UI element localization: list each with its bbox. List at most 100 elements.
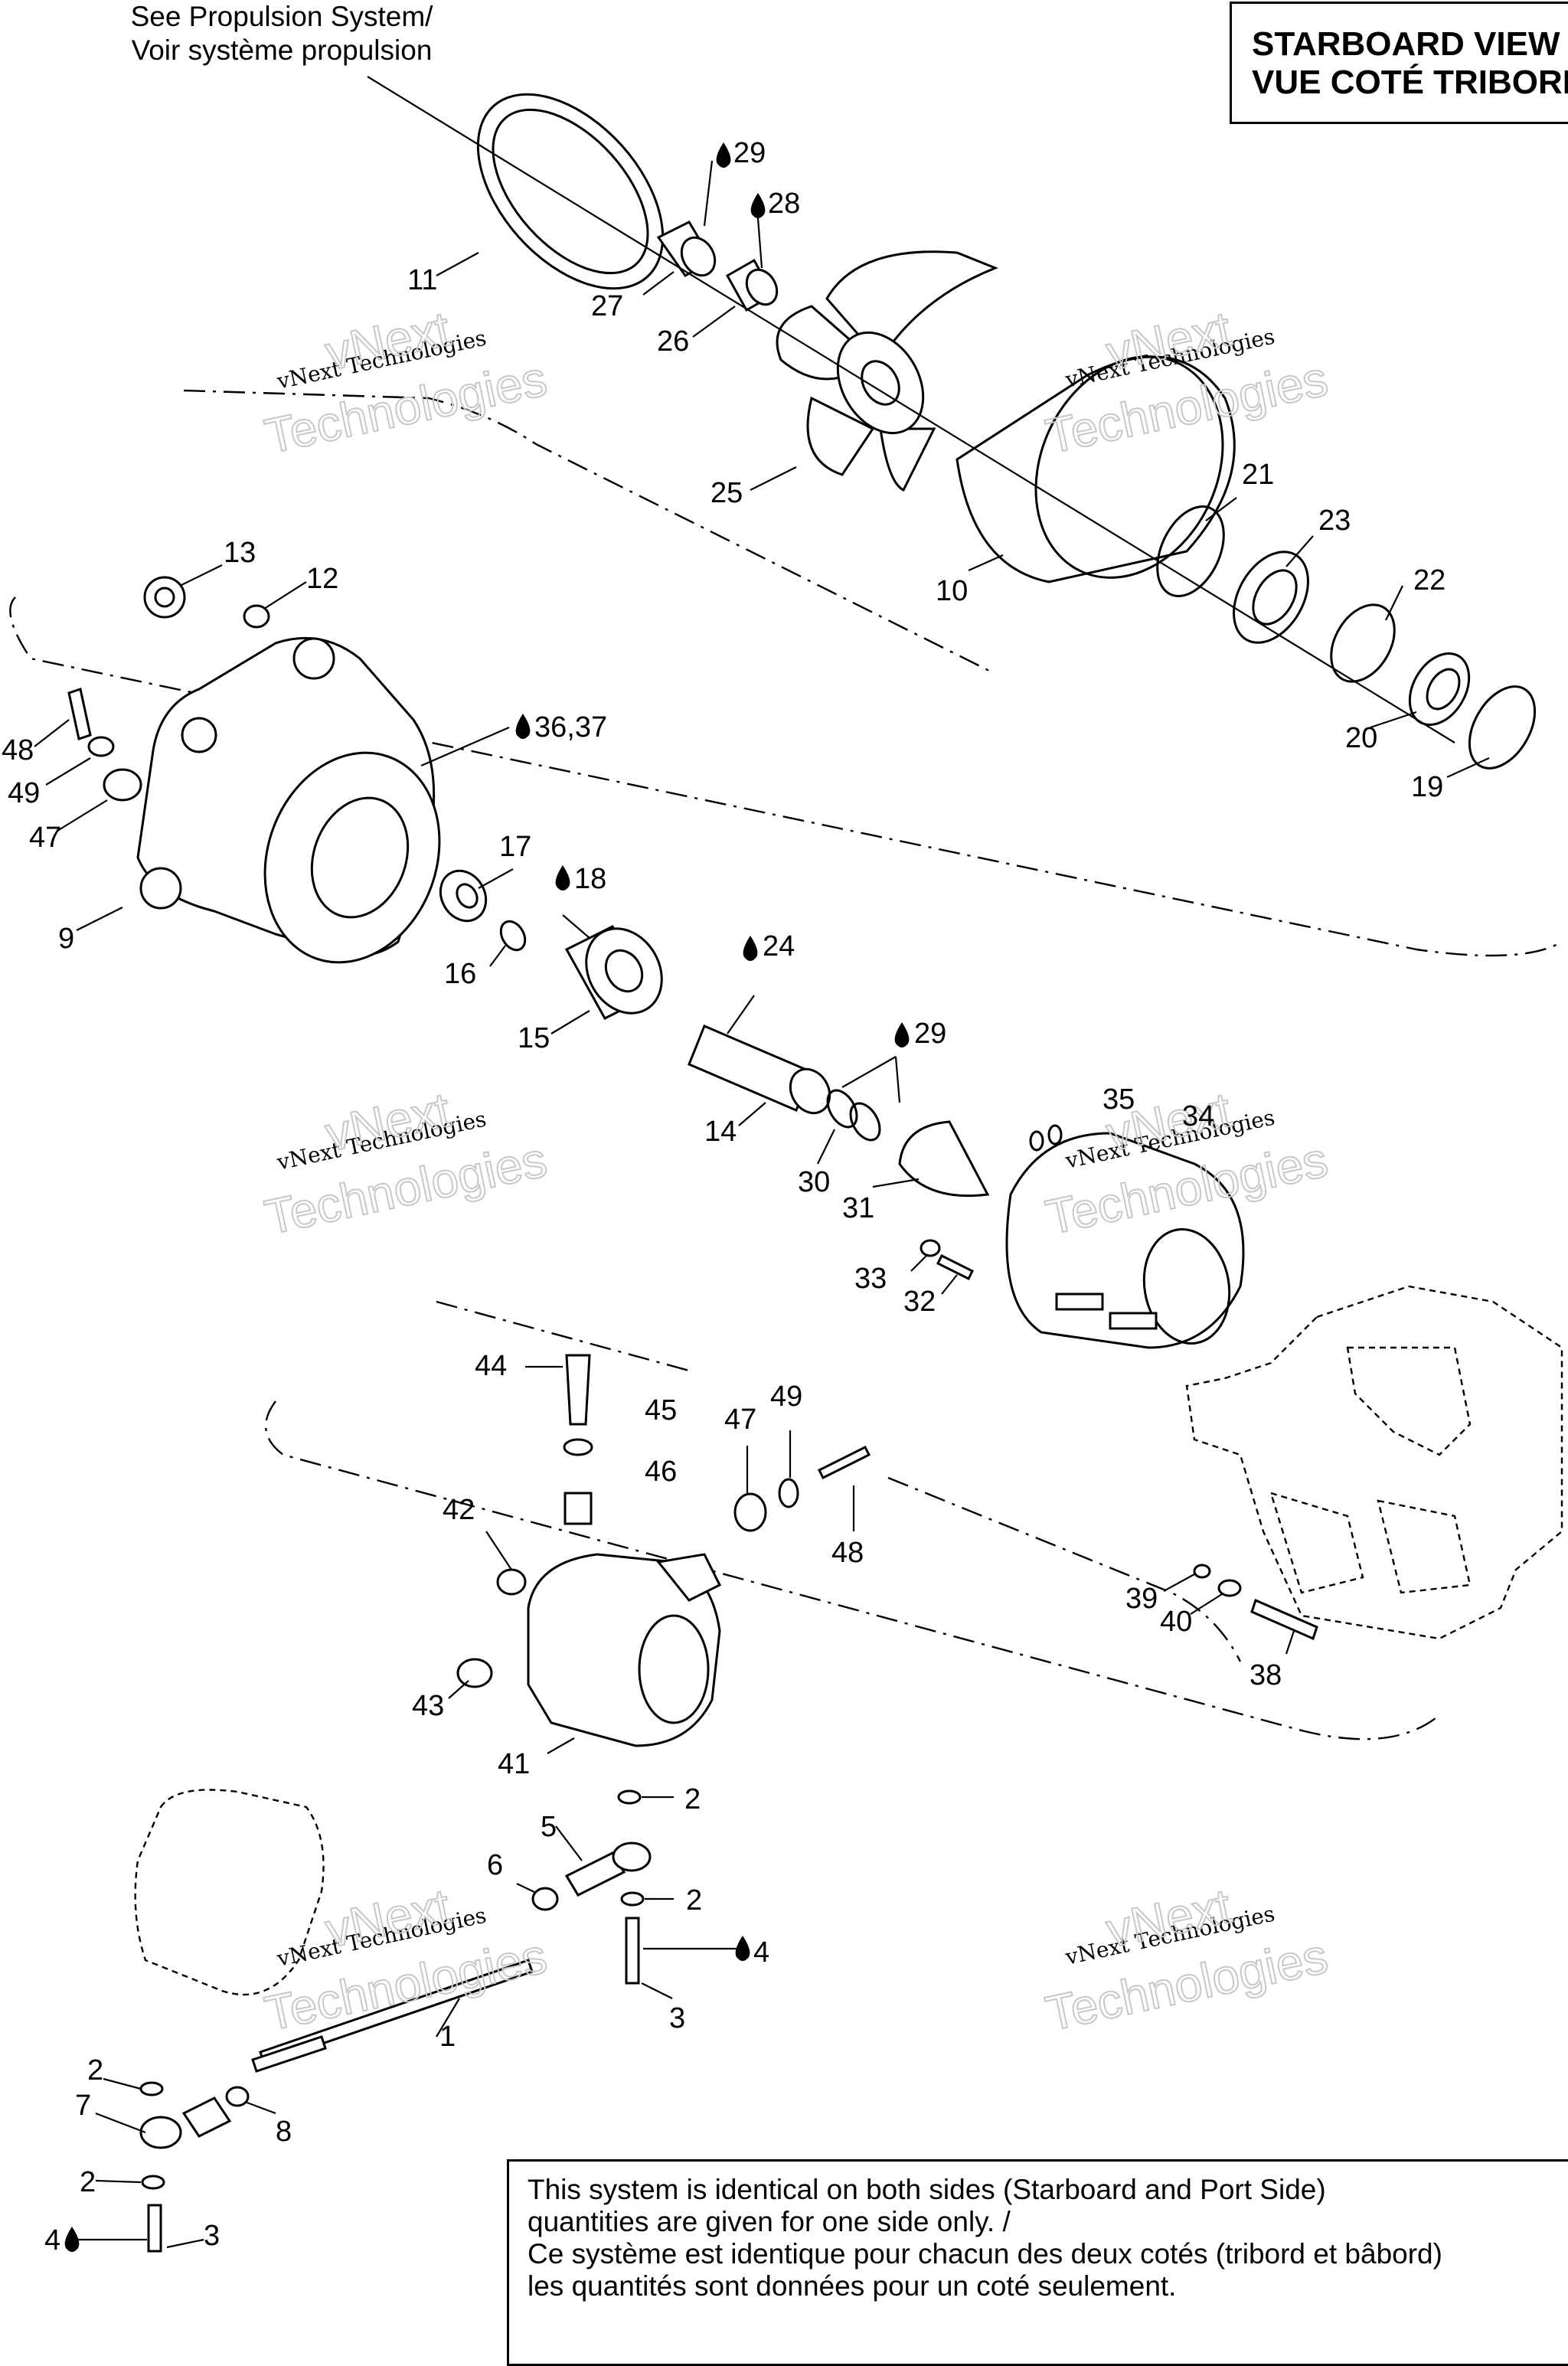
- callout-19: 19: [1411, 771, 1443, 803]
- callout-45: 45: [645, 1394, 677, 1426]
- callout-35: 35: [1102, 1083, 1135, 1116]
- callout-34: 34: [1182, 1100, 1214, 1132]
- screw-48b: [817, 1445, 871, 1480]
- spacer-46: [564, 1492, 593, 1525]
- nut-43: [456, 1658, 493, 1688]
- grommet-47b: [733, 1492, 767, 1532]
- callout-13: 13: [224, 537, 256, 569]
- pump-assembly-outline: [9, 389, 1563, 957]
- callout-31: 31: [842, 1192, 874, 1224]
- callout-29b: 29: [914, 1018, 946, 1050]
- screw-38: [1250, 1598, 1318, 1641]
- bearing-15: [564, 925, 663, 1020]
- o-ring-16: [499, 920, 527, 952]
- callout-43: 43: [412, 1690, 444, 1722]
- bushing-26: [725, 258, 779, 312]
- plug-12: [243, 604, 270, 629]
- callout-2b: 2: [686, 1884, 702, 1917]
- callout-17: 17: [499, 831, 531, 863]
- callout-10: 10: [936, 575, 968, 607]
- callout-20: 20: [1345, 722, 1377, 754]
- washers-2: [139, 1789, 645, 2190]
- callout-1: 1: [439, 2021, 456, 2053]
- view-title-line-1: STARBOARD VIEW: [1252, 25, 1560, 63]
- cone-31: [898, 1120, 990, 1198]
- callout-29a: 29: [733, 137, 766, 169]
- callout-4a: 4: [753, 1936, 769, 1969]
- nut-8: [225, 2086, 250, 2107]
- svg-text:vNext: vNext: [321, 1878, 455, 1958]
- wear-ring-10: [956, 355, 1236, 583]
- washer-49b: [778, 1478, 799, 1508]
- nozzle-assembly-outline: [265, 1300, 1440, 1740]
- circlip-21: [1156, 505, 1225, 597]
- washer-40: [1217, 1579, 1242, 1597]
- steering-nozzle-41: [527, 1553, 722, 1747]
- callout-2c: 2: [87, 2054, 103, 2087]
- callout-27: 27: [591, 290, 623, 322]
- sleeve-27: [656, 221, 717, 277]
- callout-48b: 48: [831, 1537, 864, 1569]
- sleeve-17: [439, 869, 488, 923]
- callout-28: 28: [768, 188, 800, 220]
- callout-3a: 3: [669, 2002, 685, 2034]
- washer-39: [1193, 1564, 1211, 1579]
- reference-line-1: See Propulsion System/: [130, 1, 433, 32]
- callout-47a: 47: [29, 822, 61, 854]
- callout-26: 26: [657, 325, 689, 358]
- callout-18: 18: [574, 863, 606, 895]
- pump-housing-9: [136, 636, 441, 964]
- callout-40: 40: [1160, 1606, 1192, 1638]
- venturi-34: [1005, 1132, 1245, 1349]
- o-ring-19: [1468, 685, 1537, 770]
- note-line-2: quantities are given for one side only. …: [528, 2206, 1011, 2237]
- bearing-20: [1408, 652, 1471, 727]
- callout-3b: 3: [204, 2220, 220, 2252]
- rod-1: [251, 1959, 534, 2073]
- callout-33: 33: [854, 1263, 887, 1295]
- svg-text:vNext: vNext: [321, 301, 455, 381]
- system-note-box: This system is identical on both sides (…: [507, 2159, 1568, 2366]
- washer-33: [920, 1239, 941, 1257]
- callout-5: 5: [541, 1811, 557, 1843]
- callout-30: 30: [798, 1166, 830, 1198]
- shaft-14: [688, 1025, 831, 1115]
- callout-48a: 48: [2, 734, 34, 766]
- callout-2d: 2: [80, 2166, 96, 2198]
- o-rings-30: [826, 1089, 881, 1142]
- callout-6: 6: [487, 1849, 503, 1881]
- view-title-box: STARBOARD VIEW VUE COTÉ TRIBORD: [1230, 2, 1568, 124]
- callout-2a: 2: [684, 1783, 701, 1815]
- svg-text:vNext: vNext: [321, 1082, 455, 1162]
- callout-22: 22: [1413, 564, 1446, 596]
- callout-16: 16: [444, 958, 476, 990]
- ball-joint-7: [139, 2096, 232, 2149]
- callout-15: 15: [518, 1022, 550, 1054]
- note-line-4: les quantités sont données pour un coté …: [528, 2270, 1177, 2302]
- callout-41: 41: [498, 1748, 530, 1780]
- ball-joint-5: [564, 1841, 652, 1897]
- callout-7: 7: [75, 2090, 91, 2122]
- leader-lines: [34, 76, 1490, 2249]
- nut-6: [531, 1887, 559, 1911]
- impeller-25: [776, 250, 999, 492]
- callout-9: 9: [58, 923, 74, 955]
- callout-38: 38: [1250, 1659, 1282, 1691]
- propulsion-reference: See Propulsion System/ Voir système prop…: [90, 0, 473, 67]
- screw-44: [565, 1354, 591, 1426]
- callout-23: 23: [1318, 505, 1351, 537]
- callout-labels: 11 27 26 29 28 25 10 21 23 22 20 19 13 1…: [2, 137, 1446, 2257]
- ring-22: [1330, 603, 1396, 683]
- washer-49a: [87, 736, 115, 757]
- callout-39: 39: [1125, 1583, 1158, 1615]
- view-title-line-2: VUE COTÉ TRIBORD: [1252, 64, 1568, 101]
- nozzle-sketch-lower: [134, 1789, 325, 1996]
- callout-11: 11: [407, 264, 437, 296]
- note-line-3: Ce système est identique pour chacun des…: [528, 2238, 1442, 2270]
- nut-42: [496, 1568, 527, 1596]
- seal-23: [1233, 551, 1309, 644]
- reference-line-2: Voir système propulsion: [131, 34, 433, 66]
- nut-13: [143, 576, 186, 619]
- callout-36-37: 36,37: [534, 711, 607, 743]
